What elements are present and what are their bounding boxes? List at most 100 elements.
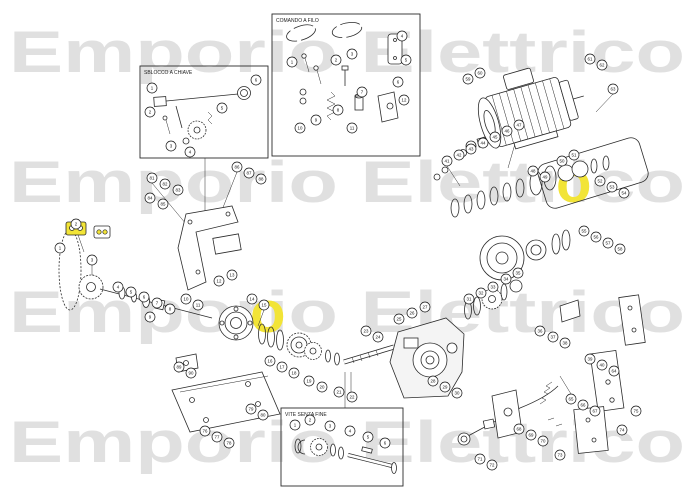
- svg-text:5: 5: [221, 106, 224, 111]
- inset-label: VITE SENZA FINE: [285, 412, 327, 418]
- svg-text:2: 2: [335, 58, 338, 63]
- part-callout: 71: [474, 453, 486, 465]
- part-callout: 26: [406, 307, 418, 319]
- part-callout: 85: [157, 198, 169, 210]
- part-callout: 52: [594, 175, 606, 187]
- part-callout: 17: [276, 361, 288, 373]
- svg-text:38: 38: [563, 341, 568, 346]
- svg-text:41: 41: [445, 159, 450, 164]
- part-callout: 13: [226, 269, 238, 281]
- svg-text:75: 75: [634, 409, 639, 414]
- callout-layer: 1234567891011121314151617181920212223242…: [54, 30, 642, 471]
- part-callout: 2: [304, 414, 316, 426]
- svg-text:60: 60: [478, 71, 483, 76]
- part-callout: 47: [513, 119, 525, 131]
- svg-text:20: 20: [320, 385, 325, 390]
- part-callout: 8: [164, 303, 176, 315]
- svg-text:68: 68: [517, 427, 522, 432]
- svg-text:84: 84: [148, 196, 153, 201]
- svg-text:40: 40: [600, 363, 605, 368]
- output-flange: [218, 305, 254, 341]
- svg-text:63: 63: [611, 87, 616, 92]
- part-callout: 42: [453, 149, 465, 161]
- part-callout: 4: [344, 425, 356, 437]
- part-callout: 88: [255, 173, 267, 185]
- svg-text:62: 62: [600, 63, 605, 68]
- o-ring-set: [258, 323, 284, 351]
- motor-terminal-box: [503, 67, 534, 90]
- svg-text:45: 45: [493, 135, 498, 140]
- part-callout: 38: [559, 337, 571, 349]
- part-callout: 12: [213, 275, 225, 287]
- circlip: [297, 439, 306, 455]
- svg-text:35: 35: [516, 271, 521, 276]
- svg-text:2: 2: [309, 418, 312, 423]
- svg-text:6: 6: [384, 441, 387, 446]
- svg-text:30: 30: [455, 391, 460, 396]
- part-callout: 32: [475, 287, 487, 299]
- part-callout: 18: [288, 367, 300, 379]
- svg-text:26: 26: [410, 311, 415, 316]
- svg-text:3: 3: [91, 258, 94, 263]
- part-callout: 33: [487, 281, 499, 293]
- part-callout: 67: [589, 405, 601, 417]
- svg-text:31: 31: [467, 297, 472, 302]
- part-callout: 40: [596, 359, 608, 371]
- part-callout: 9: [310, 114, 322, 126]
- part-callout: 64: [608, 365, 620, 377]
- svg-text:79: 79: [249, 407, 254, 412]
- svg-text:80: 80: [261, 413, 266, 418]
- svg-text:23: 23: [364, 329, 369, 334]
- part-callout: 30: [451, 387, 463, 399]
- part-callout: 4: [112, 281, 124, 293]
- main-assembly: [58, 67, 649, 454]
- part-callout: 65: [565, 393, 577, 405]
- part-callout: 79: [245, 403, 257, 415]
- part-callout: 1: [289, 419, 301, 431]
- svg-text:46: 46: [505, 129, 510, 134]
- svg-text:11: 11: [196, 303, 201, 308]
- part-callout: 3: [165, 140, 177, 152]
- part-callout: 54: [618, 187, 630, 199]
- part-callout: 72: [486, 459, 498, 471]
- svg-text:1: 1: [59, 246, 62, 251]
- svg-text:13: 13: [230, 273, 235, 278]
- svg-text:8: 8: [337, 108, 340, 113]
- svg-text:25: 25: [397, 317, 402, 322]
- part-callout: 27: [419, 301, 431, 313]
- part-callout: 12: [398, 94, 410, 106]
- inset-box: [271, 13, 421, 157]
- svg-text:66: 66: [581, 403, 586, 408]
- svg-text:78: 78: [227, 441, 232, 446]
- svg-text:15: 15: [262, 303, 267, 308]
- svg-text:49: 49: [543, 175, 548, 180]
- svg-text:42: 42: [457, 153, 462, 158]
- svg-text:52: 52: [598, 179, 603, 184]
- part-callout: 7: [151, 297, 163, 309]
- svg-text:36: 36: [538, 329, 543, 334]
- base-plate: [171, 371, 281, 433]
- svg-text:7: 7: [156, 301, 159, 306]
- part-callout: 90: [185, 367, 197, 379]
- part-callout: 39: [584, 353, 596, 365]
- part-callout: 6: [392, 76, 404, 88]
- part-callout: 53: [606, 181, 618, 193]
- svg-text:1: 1: [291, 60, 294, 65]
- part-callout: 66: [577, 399, 589, 411]
- part-callout: 15: [258, 299, 270, 311]
- part-callout: 6: [138, 291, 150, 303]
- part-callout: 23: [360, 325, 372, 337]
- watermark-row: Emporio Elettrico: [9, 280, 685, 345]
- svg-text:12: 12: [217, 279, 222, 284]
- svg-text:10: 10: [184, 297, 189, 302]
- inset-box: [139, 65, 269, 159]
- svg-text:74: 74: [620, 428, 625, 433]
- part-callout: 28: [427, 375, 439, 387]
- part-callout: 73: [554, 449, 566, 461]
- part-callout: 16: [264, 355, 276, 367]
- part-callout: 49: [539, 171, 551, 183]
- inset-label: COMANDO A FILO: [276, 18, 319, 24]
- svg-text:37: 37: [551, 335, 556, 340]
- part-callout: 59: [462, 73, 474, 85]
- part-callout: 1: [54, 242, 66, 254]
